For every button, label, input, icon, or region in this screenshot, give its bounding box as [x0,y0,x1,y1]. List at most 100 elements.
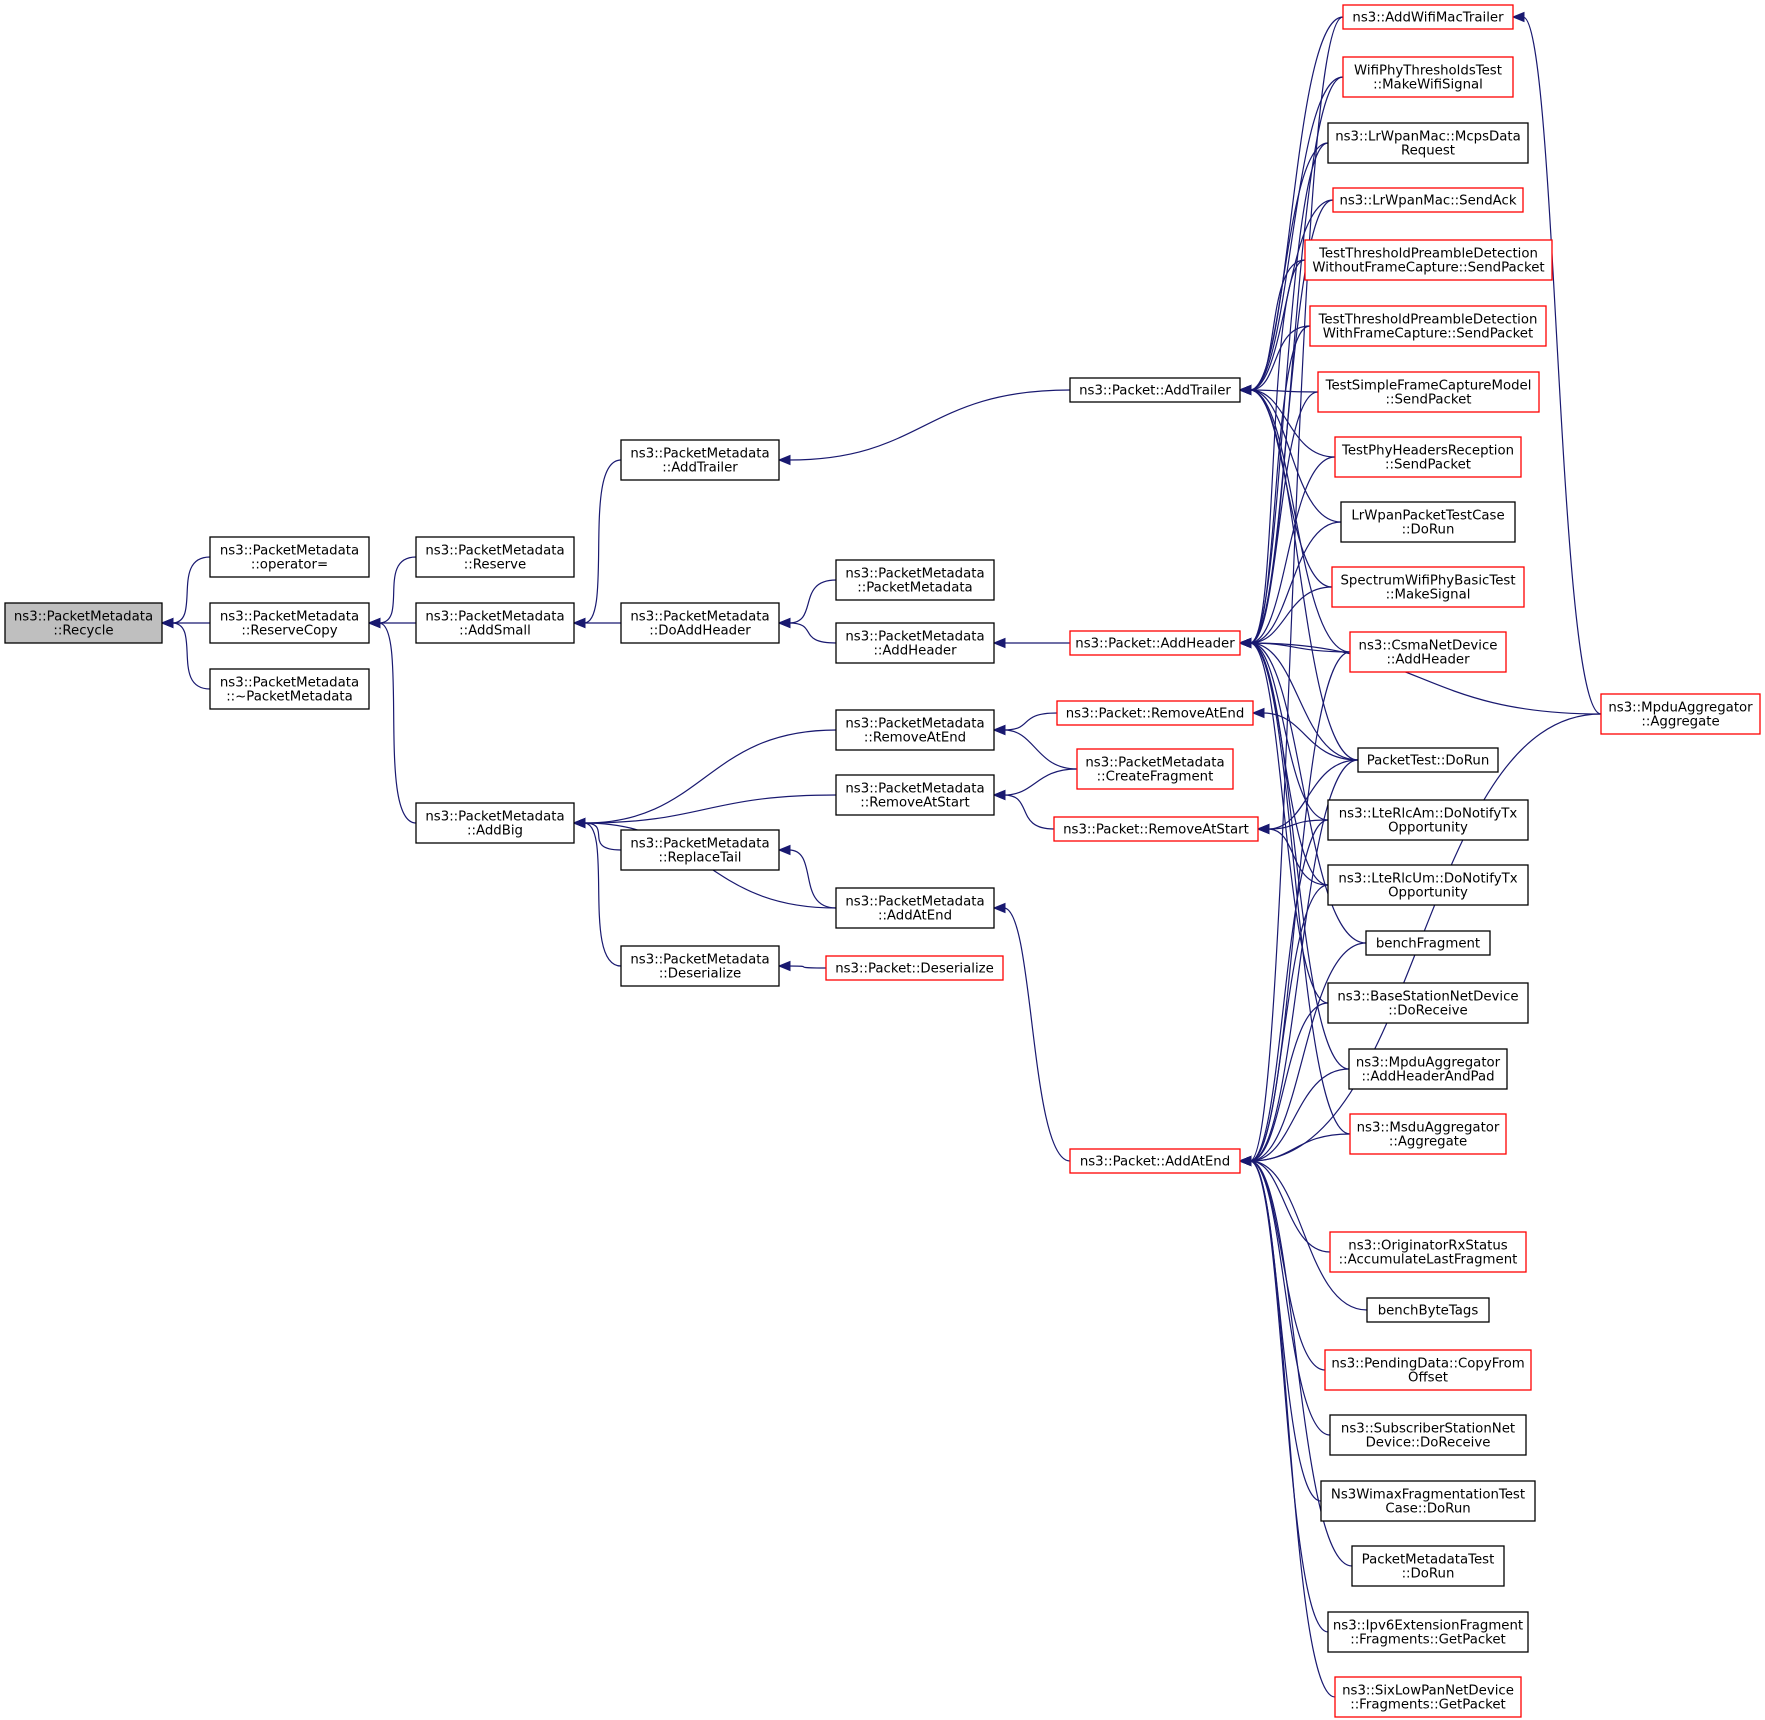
node-box [1334,1676,1522,1718]
node-pm_removeatend[interactable]: ns3::PacketMetadata::RemoveAtEnd [835,709,995,751]
node-box [835,709,995,751]
node-label: ns3::Packet::AddTrailer [1079,384,1231,399]
edge-p_addtrailer-tphr [1249,389,1336,458]
node-addbig[interactable]: ns3::PacketMetadata::AddBig [415,802,575,844]
node-pm_deserialize[interactable]: ns3::PacketMetadata::Deserialize [620,945,780,987]
node-pm_addatend[interactable]: ns3::PacketMetadata::AddAtEnd [835,887,995,929]
edge-p_addatend-pmtest [1249,1160,1353,1567]
node-addsmall[interactable]: ns3::PacketMetadata::AddSmall [415,602,575,644]
node-box [209,602,370,644]
node-label: ::RemoveAtEnd [864,731,966,746]
node-p_removeatstart[interactable]: ns3::Packet::RemoveAtStart [1053,816,1259,842]
node-reservecopy[interactable]: ns3::PacketMetadata::ReserveCopy [209,602,370,644]
node-p_addheader[interactable]: ns3::Packet::AddHeader [1069,630,1241,656]
edge-arrow-reservecopy-addbig [367,617,381,629]
edge-p_addatend-lterlcum [1249,884,1329,1162]
node-sixlowpan[interactable]: ns3::SixLowPanNetDevice::Fragments::GetP… [1334,1676,1522,1718]
node-pm_addtrailer[interactable]: ns3::PacketMetadata::AddTrailer [620,439,780,481]
node-box [1357,747,1499,773]
node-box [1348,1048,1508,1090]
node-label: ::DoRun [1402,1567,1455,1582]
node-box [620,829,780,871]
node-p_removeatend[interactable]: ns3::Packet::RemoveAtEnd [1056,700,1254,726]
edge-p_addatend-addwifimactrailer [1249,16,1344,1162]
node-label: ns3::LteRlcAm::DoNotifyTx [1339,807,1518,822]
node-label: Device::DoReceive [1366,1436,1491,1451]
node-label: ns3::MsduAggregator [1357,1121,1500,1136]
node-packettest[interactable]: PacketTest::DoRun [1357,747,1499,773]
node-ssnd_doreceive[interactable]: ns3::SubscriberStationNetDevice::DoRecei… [1329,1414,1527,1456]
edge-arrow-pm_addatend-p_addatend [992,902,1006,914]
node-benchbytetags[interactable]: benchByteTags [1366,1297,1490,1323]
node-replacetail[interactable]: ns3::PacketMetadata::ReplaceTail [620,829,780,871]
node-label: ns3::Ipv6ExtensionFragment [1333,1619,1523,1634]
node-box [1320,1480,1536,1522]
node-pm_createfragment[interactable]: ns3::PacketMetadata::CreateFragment [1076,748,1234,790]
node-box [1327,864,1529,906]
node-mpdu_addheaderandpad[interactable]: ns3::MpduAggregator::AddHeaderAndPad [1348,1048,1508,1090]
edge-arrow-p_addatend-sixlowpan [1238,1155,1252,1167]
node-label: ns3::PacketMetadata [845,630,984,645]
edge-p_addatend-lterlcam [1249,819,1329,1162]
node-label: ns3::PacketMetadata [1085,756,1224,771]
node-lrwpantest[interactable]: LrWpanPacketTestCase::DoRun [1340,501,1516,543]
node-label: WithoutFrameCapture::SendPacket [1312,261,1544,276]
node-ipv6frag[interactable]: ns3::Ipv6ExtensionFragment::Fragments::G… [1327,1611,1529,1653]
node-reserve[interactable]: ns3::PacketMetadata::Reserve [415,536,575,578]
node-sendack[interactable]: ns3::LrWpanMac::SendAck [1332,187,1524,213]
node-label: ns3::PacketMetadata [630,447,769,462]
node-pm_ctor[interactable]: ns3::PacketMetadata::PacketMetadata [835,559,995,601]
node-box [1053,816,1259,842]
edge-p_addatend-wimaxfragtest [1249,1160,1322,1502]
node-box [825,955,1004,981]
node-tsfcm[interactable]: TestSimpleFrameCaptureModel::SendPacket [1317,371,1540,413]
node-box [1069,377,1241,403]
node-label: ns3::OriginatorRxStatus [1348,1239,1507,1254]
node-swpbt[interactable]: SpectrumWifiPhyBasicTest::MakeSignal [1331,566,1525,608]
node-recycle[interactable]: ns3::PacketMetadata::Recycle [4,602,163,644]
node-ttpd_with[interactable]: TestThresholdPreambleDetectionWithFrameC… [1309,305,1547,347]
edge-arrow-pm_addheader-p_addheader [992,637,1006,649]
node-label: ns3::PacketMetadata [425,610,564,625]
node-mpdu_aggregate[interactable]: ns3::MpduAggregator::Aggregate [1600,693,1761,735]
node-box [1366,1297,1490,1323]
edge-arrow-p_removeatend-packettest [1251,707,1265,719]
node-p_addtrailer[interactable]: ns3::Packet::AddTrailer [1069,377,1241,403]
edge-p_addheader-lterlcam [1249,642,1329,821]
node-label: ns3::AddWifiMacTrailer [1352,11,1504,26]
node-bsnd_doreceive[interactable]: ns3::BaseStationNetDevice::DoReceive [1327,982,1529,1024]
node-orx_accumulate[interactable]: ns3::OriginatorRxStatus::AccumulateLastF… [1329,1231,1527,1273]
node-ttpd_without[interactable]: TestThresholdPreambleDetectionWithoutFra… [1304,239,1553,281]
node-wifithreshtest[interactable]: WifiPhyThresholdsTest::MakeWifiSignal [1342,56,1514,98]
edge-p_addheader-benchfragment [1249,642,1367,944]
edge-p_addatend-bsnd_doreceive [1249,1002,1329,1162]
node-doaddheader[interactable]: ns3::PacketMetadata::DoAddHeader [620,602,780,644]
node-pm_removeatstart[interactable]: ns3::PacketMetadata::RemoveAtStart [835,774,995,816]
node-dtor[interactable]: ns3::PacketMetadata::~PacketMetadata [209,668,370,710]
node-msdu_aggregate[interactable]: ns3::MsduAggregator::Aggregate [1349,1113,1507,1155]
node-label: ns3::PacketMetadata [845,895,984,910]
node-csma_addheader[interactable]: ns3::CsmaNetDevice::AddHeader [1349,631,1507,673]
edge-p_removeatstart-lterlcam [1267,819,1329,830]
node-benchfragment[interactable]: benchFragment [1365,930,1491,956]
node-pmtest[interactable]: PacketMetadataTest::DoRun [1351,1545,1505,1587]
node-p_addatend[interactable]: ns3::Packet::AddAtEnd [1069,1148,1241,1174]
node-box [1327,799,1529,841]
node-box [1327,1611,1529,1653]
edge-doaddheader-pm_addheader [788,622,837,644]
node-operator_eq[interactable]: ns3::PacketMetadata::operator= [209,536,370,578]
node-label: ns3::MpduAggregator [1356,1056,1501,1071]
node-addwifimactrailer[interactable]: ns3::AddWifiMacTrailer [1342,4,1514,30]
node-tphr[interactable]: TestPhyHeadersReception::SendPacket [1334,436,1522,478]
edge-p_addheader-bsnd_doreceive [1249,642,1329,1004]
node-label: ::PacketMetadata [857,581,972,596]
node-pm_addheader[interactable]: ns3::PacketMetadata::AddHeader [835,622,995,664]
graph-nodes: ns3::PacketMetadata::Recyclens3::PacketM… [4,4,1761,1718]
node-p_deserialize[interactable]: ns3::Packet::Deserialize [825,955,1004,981]
node-label: ::ReserveCopy [241,624,337,639]
